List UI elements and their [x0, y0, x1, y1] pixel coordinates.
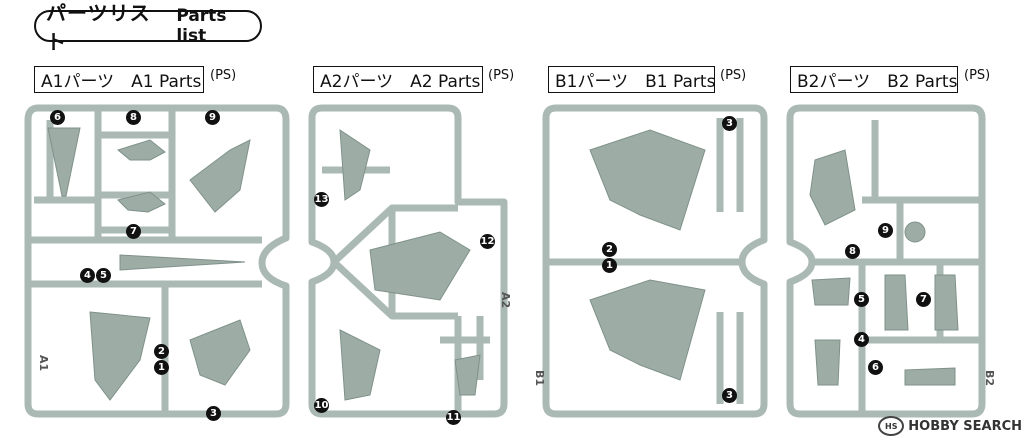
- part-number-a2-13: 13: [314, 192, 329, 207]
- part-a1-4-5: [119, 254, 246, 271]
- part-number-a1-5: 5: [96, 268, 111, 283]
- part-b2-7b: [934, 274, 959, 331]
- part-number-a1-1: 1: [154, 360, 169, 375]
- part-b1-lower: [589, 279, 706, 381]
- watermark-text: HOBBY SEARCH: [908, 418, 1022, 434]
- parts-list-title: パーツリスト Parts list: [34, 1, 262, 54]
- part-number-a2-11: 11: [446, 410, 461, 425]
- hobby-search-logo: HS: [878, 416, 905, 436]
- panel-ps-b2: (PS): [964, 68, 991, 83]
- part-number-a2-10: 10: [314, 398, 329, 413]
- part-a1-3: [189, 319, 251, 386]
- runner-b1: [542, 104, 768, 418]
- part-b2-4: [814, 339, 841, 386]
- part-b2-5: [811, 277, 851, 306]
- part-b2-7a: [884, 274, 909, 331]
- part-number-b1-1: 1: [602, 258, 617, 273]
- part-number-a1-6: 6: [50, 110, 65, 125]
- panel-ps-a1: (PS): [210, 68, 237, 83]
- part-b2-6: [904, 367, 956, 386]
- part-a1-1-2: [89, 311, 151, 401]
- part-number-a1-2: 2: [154, 344, 169, 359]
- part-b1-upper: [589, 129, 706, 231]
- panel-ps-a2: (PS): [488, 68, 515, 83]
- part-a1-9: [189, 139, 251, 213]
- part-number-a1-8: 8: [126, 110, 141, 125]
- part-number-a1-7: 7: [126, 224, 141, 239]
- runner-tag-a1: A1: [37, 355, 50, 372]
- runner-tag-b2: B2: [983, 370, 996, 387]
- part-number-b2-6: 6: [868, 360, 883, 375]
- part-a2-core: [369, 231, 471, 301]
- part-a1-6: [47, 127, 81, 197]
- panel-label-a2: A2パーツ A2 Parts: [313, 66, 483, 93]
- part-number-a2-12: 12: [480, 234, 495, 249]
- part-a1-8: [116, 139, 166, 161]
- part-number-b2-8: 8: [845, 244, 860, 259]
- panel-label-b2: B2パーツ B2 Parts: [790, 66, 958, 93]
- part-number-b2-9: 9: [878, 223, 893, 238]
- part-number-a1-3: 3: [206, 406, 221, 421]
- part-number-a1-9: 9: [205, 110, 220, 125]
- title-en: Parts list: [176, 6, 227, 46]
- part-number-b2-5: 5: [854, 292, 869, 307]
- runner-tag-b1: B1: [533, 370, 546, 387]
- part-number-b1-3-bottom: 3: [722, 388, 737, 403]
- part-a2-11: [454, 354, 481, 396]
- part-number-b2-4: 4: [854, 332, 869, 347]
- panel-label-b1: B1パーツ B1 Parts: [548, 66, 715, 93]
- title-jp: パーツリスト: [46, 1, 151, 54]
- part-number-b1-2: 2: [602, 242, 617, 257]
- part-b2-8: [809, 149, 856, 226]
- part-b2-9: [904, 221, 926, 243]
- runner-tag-a2: A2: [499, 292, 512, 309]
- part-a2-10: [339, 329, 381, 401]
- part-a1-7: [117, 191, 166, 213]
- part-number-b1-3-top: 3: [722, 116, 737, 131]
- watermark: HS HOBBY SEARCH: [878, 416, 1022, 436]
- part-a2-13: [339, 129, 371, 201]
- part-number-b2-7: 7: [916, 292, 931, 307]
- panel-ps-b1: (PS): [720, 68, 747, 83]
- part-number-a1-4: 4: [80, 268, 95, 283]
- panel-label-a1: A1パーツ A1 Parts: [34, 66, 204, 93]
